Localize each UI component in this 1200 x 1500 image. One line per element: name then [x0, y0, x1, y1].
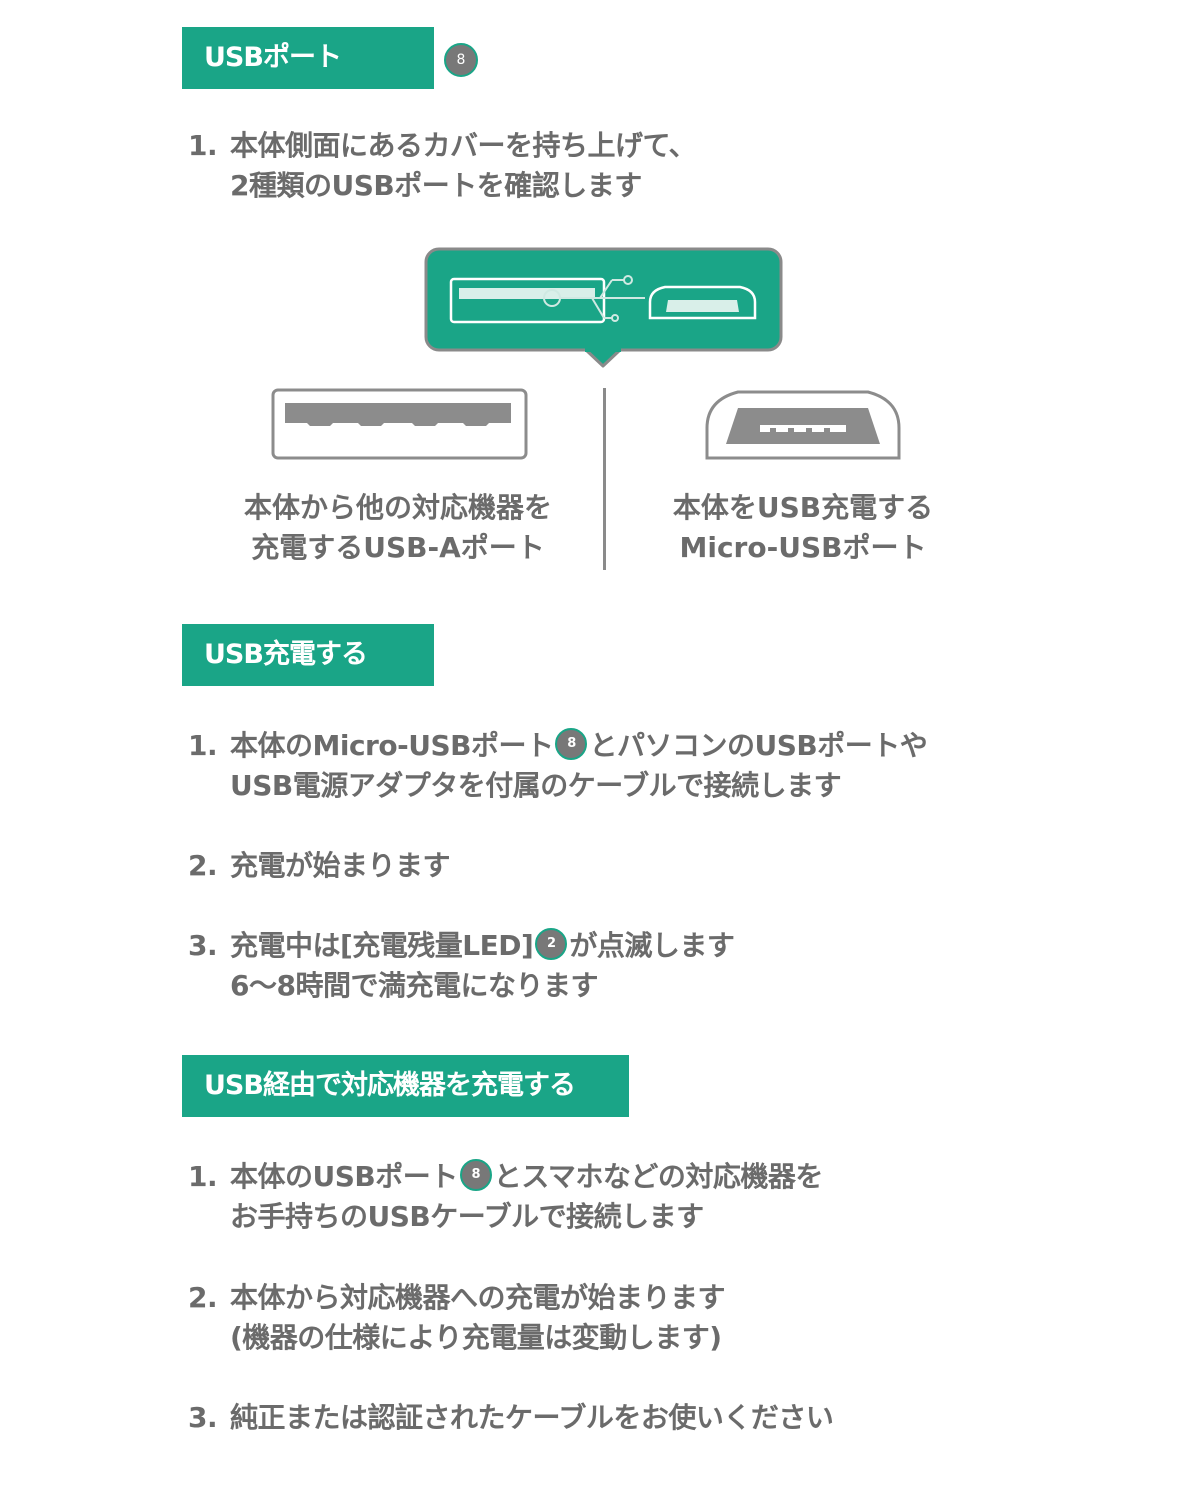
step-text: とスマホなどの対応機器を [493, 1160, 824, 1193]
step-number: 3. [188, 1401, 218, 1434]
step-text: 本体のUSBポート [230, 1160, 458, 1193]
led-number-badge: 2 [535, 928, 568, 960]
micro-usb-port-caption: 本体をUSB充電する Micro-USBポート [672, 491, 934, 564]
usb-a-port-icon [271, 388, 528, 460]
step-number: 2. [188, 1281, 218, 1314]
port-number-badge: 8 [555, 728, 588, 760]
step-text: 本体から対応機器への充電が始まります [230, 1281, 726, 1314]
usb-a-port-caption: 本体から他の対応機器を 充電するUSB-Aポート [243, 491, 552, 564]
step-number: 2. [188, 849, 218, 882]
section-title: USB充電する [204, 639, 368, 670]
micro-usb-port-icon [705, 390, 901, 460]
step-number: 3. [188, 929, 218, 962]
usb-ports-illustration [271, 247, 901, 460]
section-header-usb-port: USBポート [182, 27, 434, 89]
step-text: 本体のMicro-USBポート [230, 729, 554, 762]
step-text-line2: (機器の仕様により充電量は変動します) [230, 1321, 722, 1354]
step-number: 1. [188, 129, 218, 162]
step-item: 1. 本体側面にあるカバーを持ち上げて、 2種類のUSBポートを確認します [188, 126, 697, 206]
step-text-line2: 2種類のUSBポートを確認します [230, 169, 642, 202]
device-side-callout [424, 247, 783, 368]
port-number-badge: 8 [444, 43, 478, 77]
step-text-line2: USB電源アダプタを付属のケーブルで接続します [230, 769, 842, 802]
step-text: 純正または認証されたケーブルをお使いください [230, 1401, 834, 1434]
step-text: 充電中は[充電残量LED] [230, 929, 534, 962]
step-text: が点滅します [569, 929, 735, 962]
step-text-line2: お手持ちのUSBケーブルで接続します [230, 1200, 704, 1233]
section-title: USBポート [204, 42, 342, 73]
step-item: 2. 充電が始まります [188, 846, 451, 886]
section-title: USB経由で対応機器を充電する [204, 1070, 576, 1101]
section-header-usb-charge: USB充電する [182, 624, 434, 686]
step-number: 1. [188, 729, 218, 762]
divider [603, 388, 606, 570]
step-text: とパソコンのUSBポートや [589, 729, 928, 762]
step-item: 3. 純正または認証されたケーブルをお使いください [188, 1398, 834, 1438]
step-text: 本体側面にあるカバーを持ち上げて、 [230, 129, 697, 162]
step-item: 2. 本体から対応機器への充電が始まります (機器の仕様により充電量は変動します) [188, 1278, 726, 1358]
step-text-line2: 6〜8時間で満充電になります [230, 969, 598, 1002]
step-number: 1. [188, 1160, 218, 1193]
port-number-badge: 8 [459, 1159, 492, 1191]
step-text: 充電が始まります [230, 849, 451, 882]
section-header-usb-output: USB経由で対応機器を充電する [182, 1055, 629, 1117]
